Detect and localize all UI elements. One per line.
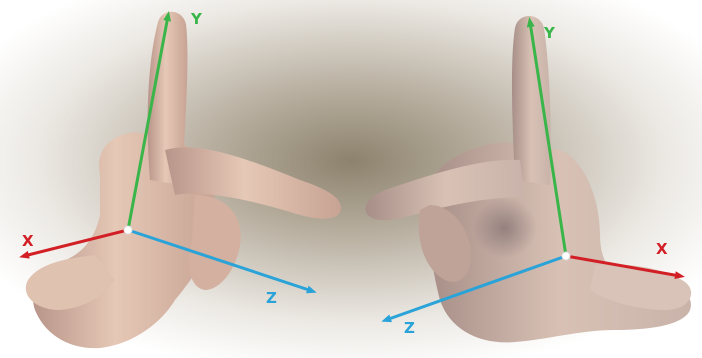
- right-palm-shadow: [473, 198, 537, 258]
- left-z-axis-label: Z: [266, 289, 277, 307]
- right-x-axis-label: X: [656, 240, 668, 258]
- right-z-axis-label: Z: [404, 319, 415, 337]
- right-origin-point: [562, 252, 570, 260]
- left-origin-point: [124, 226, 132, 234]
- left-x-axis-label: X: [22, 232, 34, 250]
- left-y-axis-label: Y: [190, 10, 203, 28]
- right-y-axis-label: Y: [543, 24, 556, 42]
